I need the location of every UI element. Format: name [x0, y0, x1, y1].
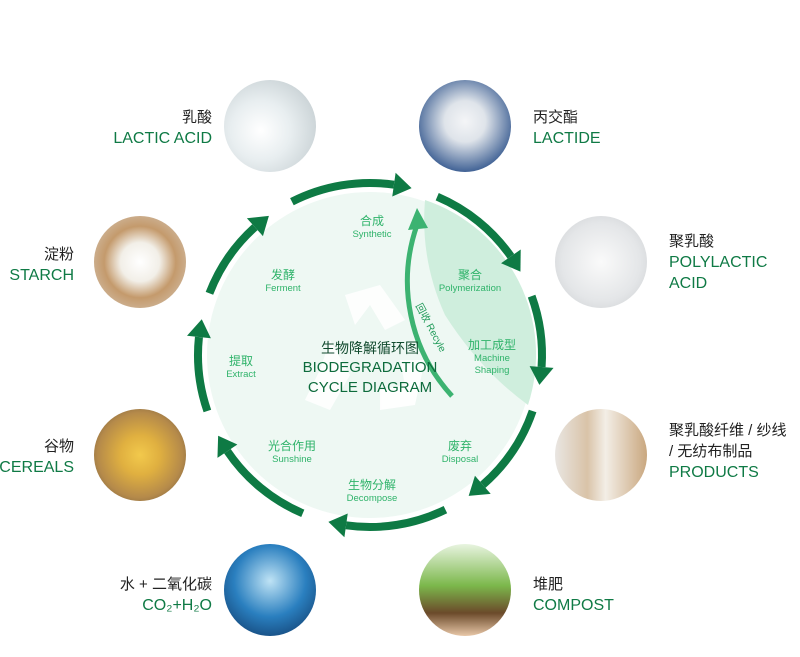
- title-cn: 生物降解循环图: [321, 340, 419, 356]
- label-cn: 谷物: [43, 438, 74, 455]
- label-lactide: 丙交酯 LACTIDE: [533, 107, 601, 149]
- arrowhead-icon: [468, 475, 491, 496]
- seedling-photo: [419, 544, 511, 636]
- label-en: PRODUCTS: [669, 464, 759, 481]
- step-en: Extract: [226, 369, 256, 380]
- cycle-arrow: [527, 294, 546, 368]
- label-polylactic-acid: 聚乳酸 POLYLACTIC ACID: [669, 231, 789, 294]
- cycle-arrow: [290, 179, 395, 206]
- step-en: Disposal: [441, 454, 479, 465]
- label-en: CO₂+H₂O: [142, 597, 212, 614]
- step-en: Polymerization: [438, 283, 502, 294]
- diagram-title: 生物降解循环图 BIODEGRADATION CYCLE DIAGRAM: [303, 338, 438, 398]
- label-cn: 丙交酯: [533, 109, 579, 126]
- arrowhead-icon: [187, 319, 211, 339]
- title-en-1: BIODEGRADATION: [302, 359, 438, 376]
- arrowhead-icon: [529, 366, 554, 385]
- label-en: LACTIC ACID: [113, 130, 212, 147]
- recycle-region: [424, 200, 537, 405]
- label-en: COMPOST: [533, 597, 614, 614]
- label-cn: 聚乳酸纤维 / 纱线 / 无纺布制品: [669, 422, 787, 460]
- step-cn: 聚合: [457, 268, 482, 282]
- water-photo: [224, 544, 316, 636]
- step-en: Decompose: [346, 493, 398, 504]
- label-cn: 聚乳酸: [669, 233, 715, 250]
- recycle-symbol-icon: [305, 285, 425, 410]
- arrowhead-icon: [392, 172, 412, 197]
- cycle-arrow: [194, 336, 212, 413]
- cycle-arrow: [480, 409, 537, 488]
- label-lactic-acid: 乳酸 LACTIC ACID: [113, 107, 212, 149]
- step-cn: 发酵: [270, 268, 295, 282]
- label-cn: 堆肥: [533, 576, 564, 593]
- pellets-photo: [555, 216, 647, 308]
- step-cn: 光合作用: [267, 439, 317, 453]
- arrowhead-icon: [501, 249, 521, 272]
- label-en: POLYLACTIC ACID: [669, 254, 768, 292]
- step-cn: 加工成型: [467, 338, 516, 352]
- step-en: Ferment: [265, 283, 301, 294]
- label-compost: 堆肥 COMPOST: [533, 574, 614, 616]
- label-cn: 淀粉: [43, 246, 74, 263]
- step-en: Sunshine: [272, 454, 312, 465]
- powder-photo: [419, 80, 511, 172]
- arrowhead-icon: [246, 215, 269, 237]
- step-cn: 提取: [228, 354, 253, 368]
- step-en: Synthetic: [352, 229, 392, 240]
- step-cn: 废弃: [447, 439, 472, 453]
- step-cn: 生物分解: [347, 478, 397, 492]
- label-en: CEREALS: [0, 459, 74, 476]
- cycle-arrow: [224, 448, 305, 518]
- cycle-arrow: [435, 192, 515, 259]
- label-cereals: 谷物 CEREALS: [0, 436, 74, 478]
- label-en: LACTIDE: [533, 130, 601, 147]
- label-cn: 水 + 二氧化碳: [119, 576, 212, 593]
- step-cn: 合成: [359, 214, 385, 228]
- clothing-photo: [555, 409, 647, 501]
- label-cn: 乳酸: [181, 109, 212, 126]
- arrowhead-icon: [328, 513, 348, 538]
- arrowhead-icon: [217, 435, 238, 458]
- label-products: 聚乳酸纤维 / 纱线 / 无纺布制品 PRODUCTS: [669, 420, 787, 483]
- label-water-co2: 水 + 二氧化碳 CO₂+H₂O: [120, 574, 212, 616]
- grain-photo: [94, 409, 186, 501]
- recycle-arrow: [404, 224, 454, 398]
- cycle-arrow: [345, 505, 448, 531]
- recycle-arrowhead: [408, 208, 428, 230]
- starch-spoon-photo: [94, 216, 186, 308]
- step-en: Machine Shaping: [474, 353, 510, 376]
- flask-photo: [224, 80, 316, 172]
- title-en-2: CYCLE DIAGRAM: [307, 379, 433, 396]
- cycle-arrow: [205, 224, 258, 295]
- label-starch: 淀粉 STARCH: [9, 244, 74, 286]
- label-en: STARCH: [9, 267, 74, 284]
